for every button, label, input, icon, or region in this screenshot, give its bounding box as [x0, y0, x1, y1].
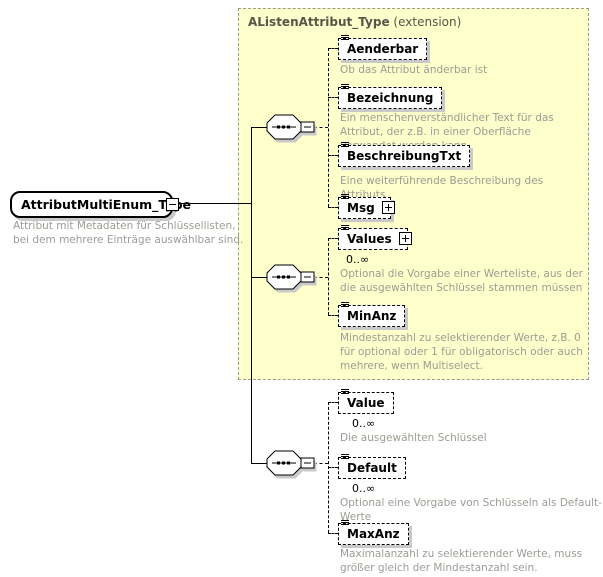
sequence-compositor-icon[interactable]	[265, 113, 319, 143]
element-name: MinAnz	[347, 308, 397, 323]
element-box-default[interactable]: Default	[338, 454, 410, 483]
cardinality-label: 0..∞	[352, 482, 376, 495]
text-content-icon	[341, 35, 349, 36]
element-annotation: Mindestanzahl zu selektierender Werte, z…	[340, 332, 583, 372]
element-annotation: Die ausgewählten Schlüssel	[340, 432, 487, 444]
connector-dashed	[314, 127, 328, 128]
connector-dashed	[328, 238, 338, 239]
element-box-beschreibungtxt[interactable]: BeschreibungTxt	[338, 142, 471, 167]
text-content-icon	[341, 520, 349, 521]
element-box-minanz[interactable]: MinAnz	[338, 302, 406, 327]
text-content-icon	[341, 84, 349, 85]
connector-dashed	[328, 207, 338, 208]
extension-header: AListenAttribut_Type (extension)	[248, 15, 461, 29]
element-name: Values	[347, 231, 392, 246]
element-name: Aenderbar	[347, 41, 419, 56]
element-box-maxanz[interactable]: MaxAnz	[338, 520, 409, 545]
collapse-icon[interactable]	[166, 198, 179, 211]
text-content-icon	[341, 225, 349, 226]
root-annotation: Attribut mit Metadaten für Schlüssellist…	[13, 220, 244, 246]
text-content-icon	[341, 142, 349, 143]
element-box-values[interactable]: Values	[338, 225, 412, 254]
root-element-name: AttributMultiEnum_Type	[21, 197, 192, 212]
connector-dashed	[328, 97, 338, 98]
expand-icon[interactable]	[398, 232, 412, 245]
connector-dashed	[328, 533, 338, 534]
connector-dashed	[314, 463, 328, 464]
element-name: BeschreibungTxt	[347, 148, 462, 163]
element-annotation: Optional eine Vorgabe von Schlüsseln als…	[340, 497, 602, 523]
extension-container: AListenAttribut_Type (extension)	[238, 8, 589, 380]
text-content-icon	[341, 302, 349, 303]
connector-dashed	[328, 48, 338, 49]
connector-line	[251, 127, 267, 128]
element-annotation: Optional die Vorgabe einer Werteliste, a…	[340, 268, 583, 294]
element-box-bezeichnung[interactable]: Bezeichnung	[338, 84, 443, 109]
element-name: Value	[347, 395, 385, 410]
connector-dashed	[328, 155, 338, 156]
connector-line	[251, 277, 267, 278]
element-name: Msg	[347, 200, 375, 215]
connector-dashed	[328, 238, 329, 315]
expand-icon[interactable]	[381, 201, 395, 214]
connector-line	[162, 203, 252, 204]
extension-suffix: (extension)	[393, 15, 462, 29]
element-box-aenderbar[interactable]: Aenderbar	[338, 35, 428, 60]
text-content-icon	[341, 389, 349, 390]
sequence-compositor-icon[interactable]	[265, 263, 319, 293]
connector-dashed	[328, 315, 338, 316]
connector-dashed	[314, 277, 328, 278]
text-content-icon	[341, 194, 349, 195]
connector-dashed	[328, 48, 329, 207]
root-element-attributmultienum-type[interactable]: AttributMultiEnum_Type	[10, 191, 191, 218]
sequence-compositor-icon[interactable]	[265, 449, 319, 479]
cardinality-label: 0..∞	[352, 417, 376, 430]
element-name: MaxAnz	[347, 526, 400, 541]
element-annotation: Maximalanzahl zu selektierender Werte, m…	[340, 548, 583, 574]
cardinality-label: 0..∞	[346, 253, 370, 266]
element-box-msg[interactable]: Msg	[338, 194, 395, 219]
connector-line	[251, 463, 267, 464]
element-annotation: Ein menschenverständlicher Text für das …	[340, 112, 554, 152]
element-annotation: Ob das Attribut änderbar ist	[340, 64, 488, 76]
connector-dashed	[328, 467, 338, 468]
extension-title: AListenAttribut_Type	[248, 15, 390, 29]
text-content-icon	[341, 454, 349, 455]
element-box-value[interactable]: Value	[338, 389, 398, 418]
connector-line	[251, 127, 252, 464]
element-name: Default	[347, 460, 397, 475]
element-name: Bezeichnung	[347, 90, 434, 105]
connector-dashed	[328, 402, 338, 403]
